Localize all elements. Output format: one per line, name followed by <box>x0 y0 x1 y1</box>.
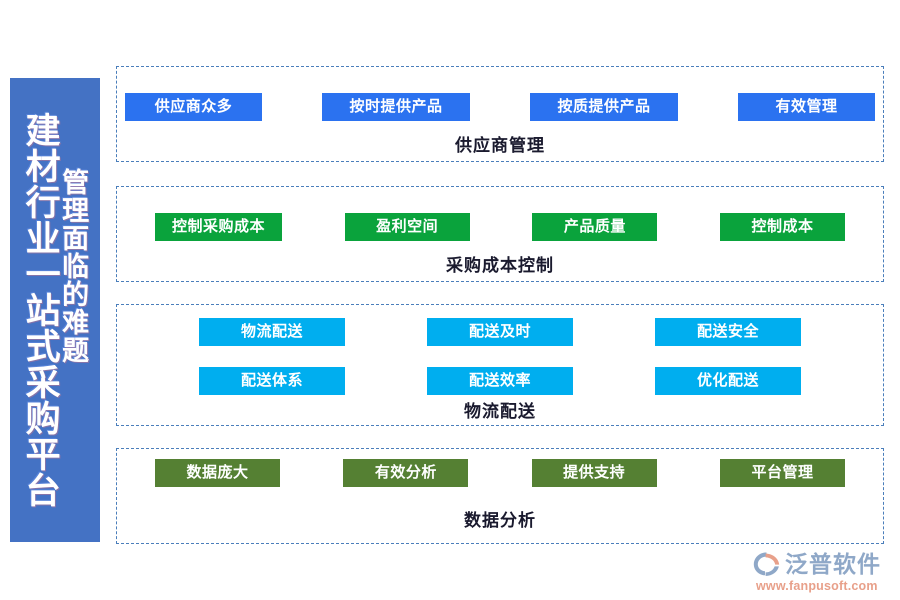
chip-product-quality[interactable]: 产品质量 <box>532 213 658 241</box>
section-label-supplier-management: 供应商管理 <box>455 136 545 155</box>
section-procurement-cost-control: 控制采购成本 盈利空间 产品质量 控制成本 采购成本控制 <box>116 186 884 282</box>
chip-on-time-supply[interactable]: 按时提供产品 <box>322 93 470 121</box>
chip-row: 控制采购成本 盈利空间 产品质量 控制成本 <box>117 213 883 241</box>
vertical-title-banner: 管理面临的难题 建材行业一站式采购平台 <box>10 78 100 542</box>
section-label-procurement-cost-control: 采购成本控制 <box>446 256 554 275</box>
chip-row: 配送体系 配送效率 优化配送 <box>117 367 883 395</box>
brand-logo: 泛普软件 www.fanpusoft.com <box>752 551 892 595</box>
section-supplier-management: 供应商众多 按时提供产品 按质提供产品 有效管理 供应商管理 <box>116 66 884 162</box>
section-label-data-analysis: 数据分析 <box>464 511 536 530</box>
chip-effective-management[interactable]: 有效管理 <box>738 93 875 121</box>
chip-control-purchase-cost[interactable]: 控制采购成本 <box>155 213 282 241</box>
banner-title: 建材行业一站式采购平台 <box>20 112 60 508</box>
chip-delivery-system[interactable]: 配送体系 <box>199 367 345 395</box>
chip-profit-margin[interactable]: 盈利空间 <box>344 213 470 241</box>
chip-safe-delivery[interactable]: 配送安全 <box>655 318 801 346</box>
chip-row: 数据庞大 有效分析 提供支持 平台管理 <box>117 459 883 487</box>
chip-delivery-efficiency[interactable]: 配送效率 <box>427 367 573 395</box>
chip-row: 供应商众多 按时提供产品 按质提供产品 有效管理 <box>117 93 883 121</box>
chip-supplier-众多[interactable]: 供应商众多 <box>125 93 262 121</box>
chip-effective-analysis[interactable]: 有效分析 <box>343 459 469 487</box>
chip-logistics-delivery[interactable]: 物流配送 <box>199 318 345 346</box>
chip-timely-delivery[interactable]: 配送及时 <box>427 318 573 346</box>
section-logistics-distribution: 物流配送 配送及时 配送安全 配送体系 配送效率 优化配送 物流配送 <box>116 304 884 426</box>
chip-cost-control[interactable]: 控制成本 <box>720 213 846 241</box>
chip-optimize-delivery[interactable]: 优化配送 <box>655 367 801 395</box>
section-data-analysis: 数据庞大 有效分析 提供支持 平台管理 数据分析 <box>116 448 884 544</box>
chip-quality-supply[interactable]: 按质提供产品 <box>530 93 678 121</box>
chip-row: 物流配送 配送及时 配送安全 <box>117 318 883 346</box>
logo-wordmark: 泛普软件 <box>785 550 881 577</box>
logo-lockup: 泛普软件 <box>752 551 881 577</box>
section-label-logistics-distribution: 物流配送 <box>464 402 536 421</box>
chip-platform-management[interactable]: 平台管理 <box>719 459 845 487</box>
chip-massive-data[interactable]: 数据庞大 <box>155 459 280 487</box>
chip-provide-support[interactable]: 提供支持 <box>531 459 657 487</box>
logo-website-url: www.fanpusoft.com <box>756 579 878 593</box>
fanpu-swoosh-icon <box>753 552 780 576</box>
banner-subtitle: 管理面临的难题 <box>58 168 89 364</box>
